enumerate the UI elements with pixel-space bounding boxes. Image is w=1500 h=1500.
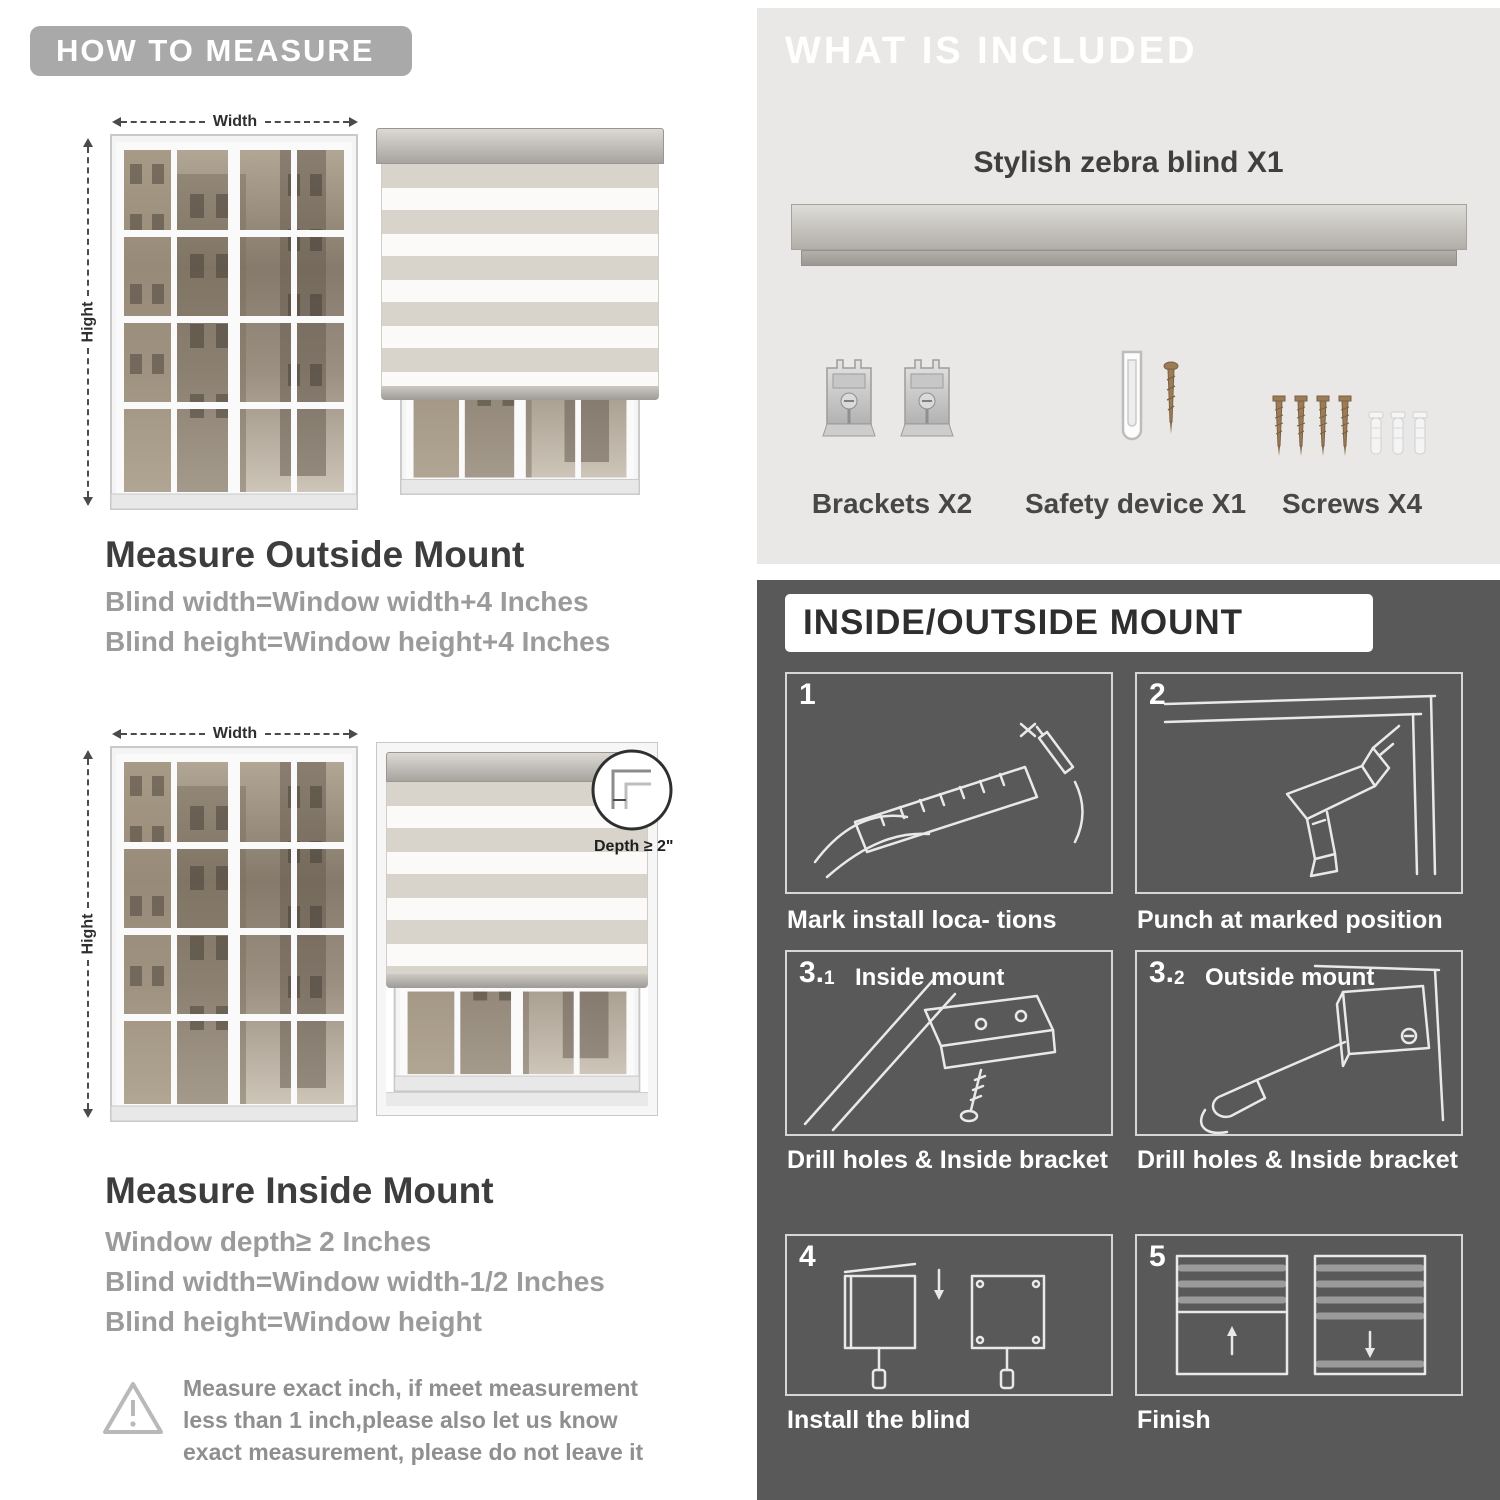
mount-banner: INSIDE/OUTSIDE MOUNT bbox=[785, 594, 1373, 652]
height-label: Hight bbox=[79, 301, 96, 343]
arrow-up-icon bbox=[83, 750, 93, 759]
inside-bracket-illustration bbox=[803, 976, 1057, 1132]
blind-headrail-product bbox=[791, 204, 1467, 250]
step-inner-label: Inside mount bbox=[855, 964, 1005, 991]
depth-callout-circle bbox=[590, 748, 674, 837]
width-label: Width bbox=[212, 725, 258, 742]
outside-height-measure: Hight bbox=[78, 138, 98, 506]
screws-and-anchors-icon bbox=[1272, 395, 1428, 456]
height-label-wrap: Hight bbox=[78, 296, 98, 348]
step-number: 5 bbox=[1149, 1240, 1166, 1273]
outside-bracket-illustration bbox=[1199, 964, 1445, 1134]
inside-mount-heading: Measure Inside Mount bbox=[105, 1170, 494, 1211]
height-label-wrap: Hight bbox=[78, 908, 98, 960]
step-2-panel: 2 bbox=[1135, 672, 1463, 894]
arrow-right-icon bbox=[349, 729, 358, 739]
height-label: Hight bbox=[79, 913, 96, 955]
mark-locations-illustration bbox=[813, 722, 1084, 879]
arrow-down-icon bbox=[83, 1109, 93, 1118]
width-label: Width bbox=[212, 113, 258, 130]
screws-label: Screws X4 bbox=[1281, 488, 1423, 519]
measure-note: Measure exact inch, if meet measurement … bbox=[183, 1375, 644, 1466]
step-number: 2 bbox=[1149, 678, 1166, 711]
how-to-measure-title: HOW TO MEASURE bbox=[56, 33, 375, 68]
step-5-caption: Finish bbox=[1137, 1406, 1211, 1434]
step-3-1-panel: 3.1 Inside mount bbox=[785, 950, 1113, 1136]
drill-illustration bbox=[1163, 694, 1437, 878]
product-label: Stylish zebra blind X1 bbox=[973, 146, 1284, 179]
mount-instructions-section: INSIDE/OUTSIDE MOUNT 1 bbox=[757, 580, 1500, 1500]
outside-mount-blind-illustration bbox=[376, 128, 664, 502]
arrow-up-icon bbox=[83, 138, 93, 147]
inside-width-measure: Width bbox=[112, 724, 358, 744]
dashed-line bbox=[265, 121, 349, 123]
inside-rule-line: Blind height=Window height bbox=[105, 1306, 482, 1337]
inside-rule-line: Window depth≥ 2 Inches bbox=[105, 1226, 432, 1257]
dashed-line bbox=[87, 759, 89, 908]
install-blind-illustration bbox=[843, 1262, 1046, 1390]
window-illustration bbox=[110, 134, 358, 510]
step-5-panel: 5 bbox=[1135, 1234, 1463, 1396]
safety-device-label: Safety device X1 bbox=[1025, 488, 1247, 519]
step-3-2-caption: Drill holes & Inside bracket bbox=[1137, 1146, 1458, 1174]
dashed-line bbox=[121, 733, 205, 735]
dashed-line bbox=[265, 733, 349, 735]
how-to-measure-banner: HOW TO MEASURE bbox=[30, 26, 412, 76]
step-number: 3.1 bbox=[799, 956, 835, 989]
arrow-left-icon bbox=[112, 117, 121, 127]
window-illustration bbox=[400, 400, 640, 500]
step-4-panel: 4 bbox=[785, 1234, 1113, 1396]
step-2-caption: Punch at marked position bbox=[1137, 906, 1443, 934]
inside-rule-line: Blind width=Window width-1/2 Inches bbox=[105, 1266, 605, 1297]
arrow-left-icon bbox=[112, 729, 121, 739]
step-1-caption: Mark install loca- tions bbox=[787, 906, 1057, 934]
depth-label: Depth ≥ 2" bbox=[594, 838, 674, 855]
window-illustration bbox=[386, 988, 648, 1092]
dashed-line bbox=[87, 348, 89, 497]
finish-illustration bbox=[1175, 1254, 1427, 1376]
step-number: 4 bbox=[799, 1240, 816, 1273]
step-4-caption: Install the blind bbox=[787, 1406, 971, 1434]
window-sill bbox=[386, 1092, 648, 1106]
arrow-right-icon bbox=[349, 117, 358, 127]
window-behind-blind bbox=[400, 400, 640, 500]
warning-triangle-icon bbox=[103, 1382, 163, 1434]
dashed-line bbox=[87, 147, 89, 296]
dashed-line bbox=[121, 121, 205, 123]
brackets-label: Brackets X2 bbox=[811, 488, 973, 519]
what-is-included-section: WHAT IS INCLUDED Stylish zebra blind X1 … bbox=[757, 8, 1500, 564]
step-number: 3.2 bbox=[1149, 956, 1185, 989]
mount-banner-title: INSIDE/OUTSIDE MOUNT bbox=[803, 603, 1244, 642]
blind-bottom-rail bbox=[381, 386, 659, 400]
step-number: 1 bbox=[799, 678, 816, 711]
outside-mount-heading: Measure Outside Mount bbox=[105, 534, 525, 575]
screw-icon bbox=[1163, 361, 1179, 434]
inside-height-measure: Hight bbox=[78, 750, 98, 1118]
arrow-down-icon bbox=[83, 497, 93, 506]
what-is-included-title: WHAT IS INCLUDED bbox=[785, 30, 1198, 72]
step-3-2-panel: 3.2 Outside mount bbox=[1135, 950, 1463, 1136]
blind-headrail bbox=[376, 128, 664, 164]
safety-device-icon bbox=[1121, 350, 1143, 441]
window-illustration bbox=[110, 746, 358, 1122]
blind-headrail-lip bbox=[801, 250, 1457, 266]
bracket-icon bbox=[822, 359, 876, 437]
outside-rule-line: Blind height=Window height+4 Inches bbox=[105, 626, 611, 657]
window-panes-below-blind bbox=[386, 988, 648, 1092]
zebra-shade bbox=[381, 164, 659, 386]
bracket-icon bbox=[900, 359, 954, 437]
outside-rule-line: Blind width=Window width+4 Inches bbox=[105, 586, 589, 617]
step-1-panel: 1 bbox=[785, 672, 1113, 894]
step-inner-label: Outside mount bbox=[1205, 964, 1375, 991]
step-3-1-caption: Drill holes & Inside bracket bbox=[787, 1146, 1108, 1174]
outside-width-measure: Width bbox=[112, 112, 358, 132]
dashed-line bbox=[87, 960, 89, 1109]
corner-detail-icon bbox=[591, 749, 673, 831]
blind-bottom-rail bbox=[386, 974, 648, 988]
